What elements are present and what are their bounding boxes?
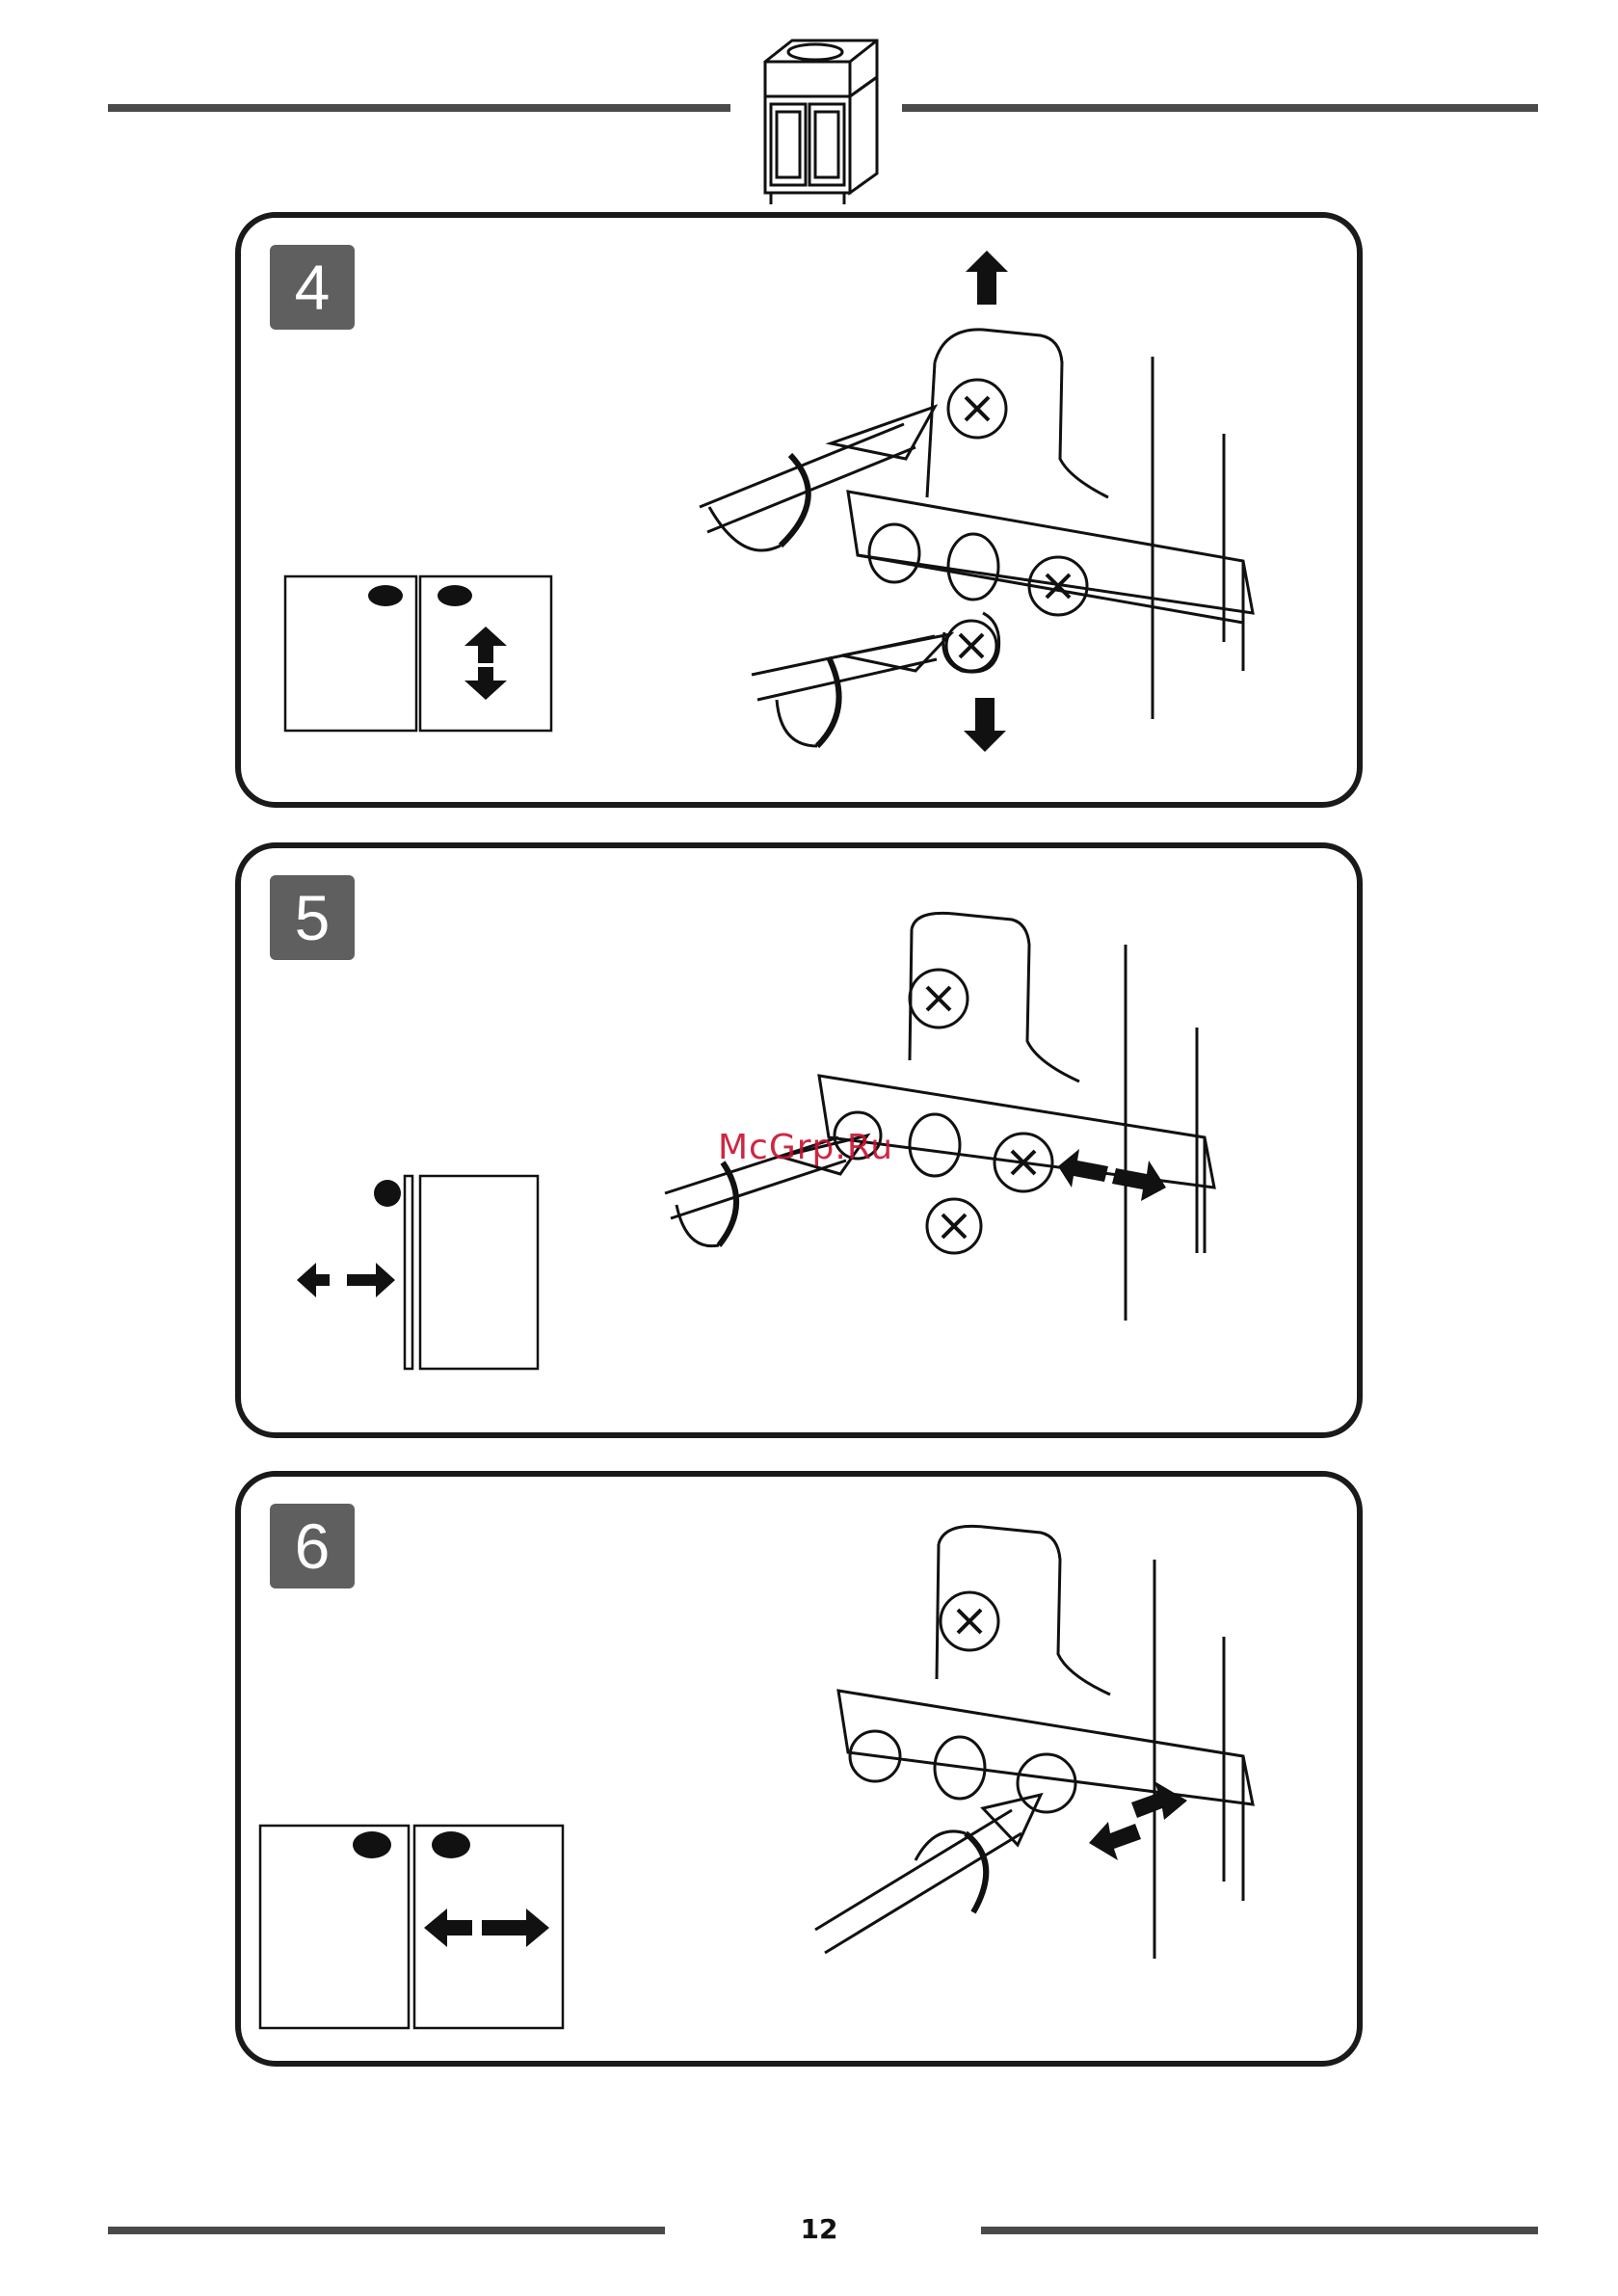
footer-rule-right <box>981 2227 1538 2234</box>
header-rule-right <box>902 104 1538 112</box>
hinge-dot-icon <box>438 585 472 606</box>
arrow-up-icon <box>966 251 1008 305</box>
hinge-drawing <box>819 913 1214 1321</box>
horizontal-arrow-icon <box>297 1263 395 1297</box>
horizontal-arrow-icon <box>1089 1781 1187 1860</box>
hinge-dot-icon <box>368 585 403 606</box>
hinge-dot-icon <box>353 1831 391 1858</box>
screwdriver-icon <box>815 1795 1041 1953</box>
hinge-dot-icon <box>432 1831 470 1858</box>
page-number: 12 <box>761 2213 877 2245</box>
horizontal-arrow-icon <box>424 1909 549 1947</box>
watermark-text: McGrp.Ru <box>718 1128 893 1167</box>
hinge-drawing <box>838 1526 1253 1959</box>
vanity-cabinet-icon <box>754 35 889 208</box>
header-rule-left <box>108 104 730 112</box>
step-5-door-diagram <box>405 1176 538 1369</box>
footer-rule-left <box>108 2227 665 2234</box>
hinge-drawing <box>848 330 1253 719</box>
step-6-illustration <box>241 1477 1359 2065</box>
vertical-arrow-icon <box>464 627 507 700</box>
step-4-door-diagram <box>285 576 551 731</box>
step-6-panel: 6 <box>235 1471 1363 2067</box>
arrow-down-icon <box>964 698 1006 752</box>
screwdriver-icon <box>700 407 950 746</box>
step-4-panel: 4 <box>235 212 1363 808</box>
hinge-dot-icon <box>374 1180 401 1207</box>
step-4-illustration <box>241 218 1359 806</box>
